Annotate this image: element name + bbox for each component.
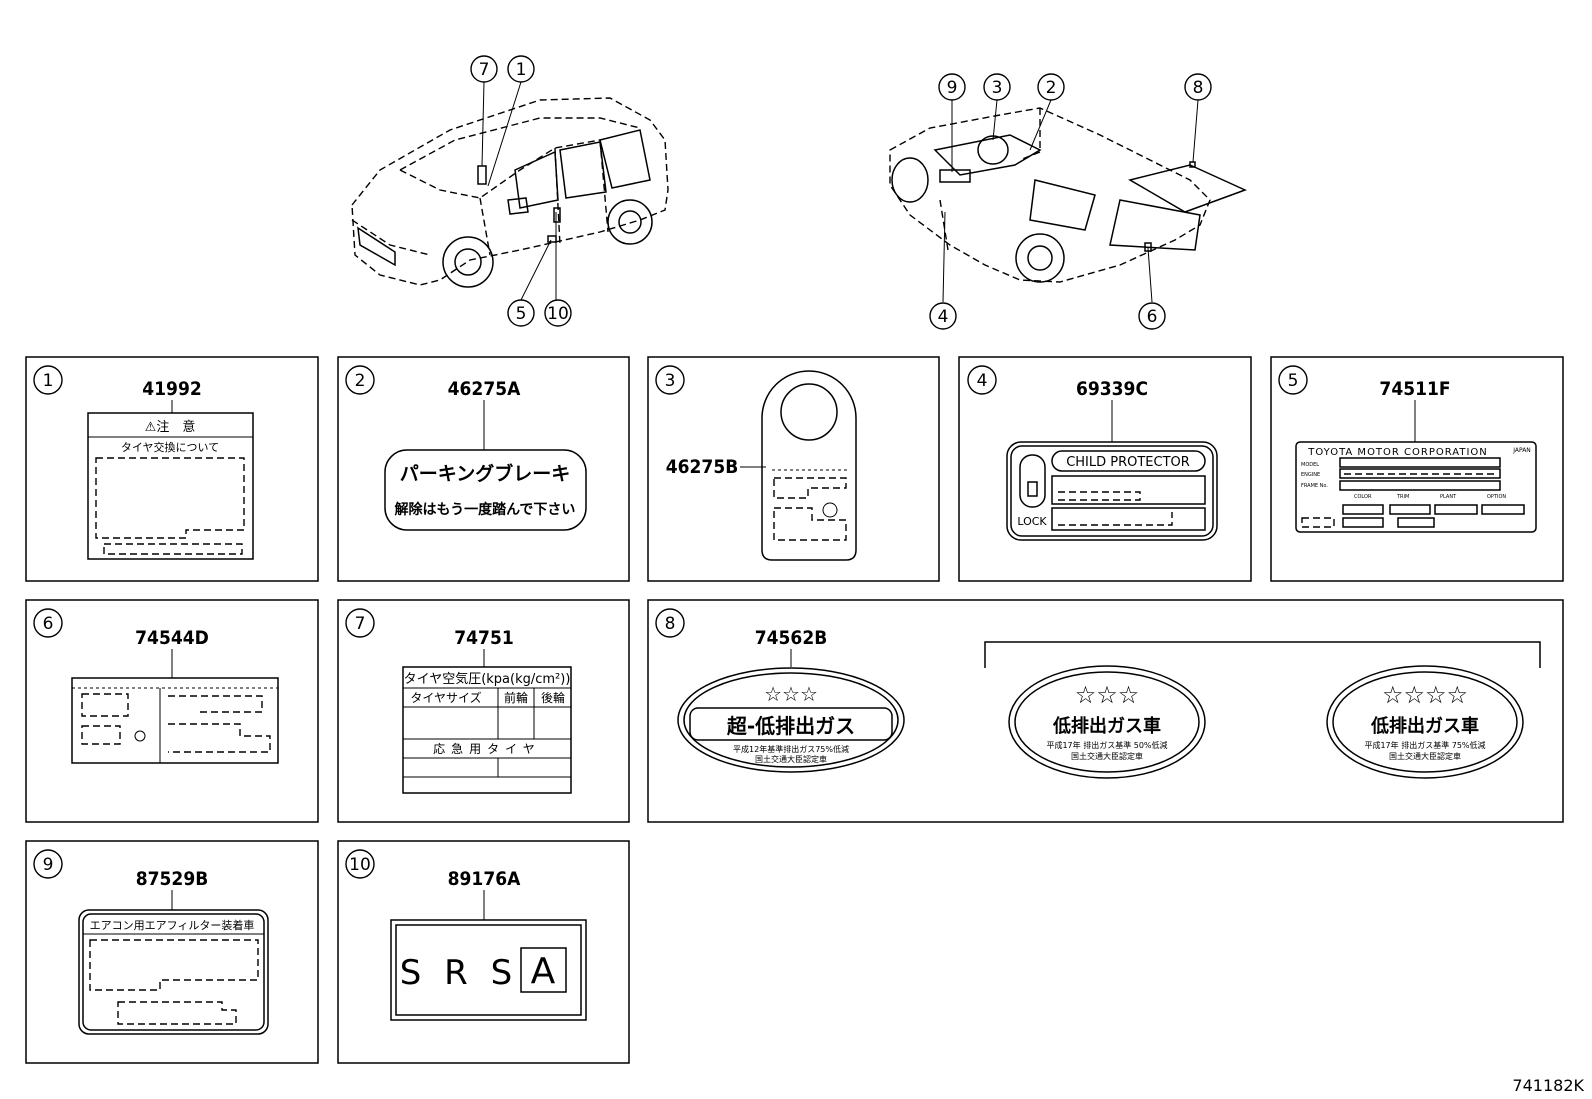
svg-text:COLOR: COLOR (1354, 494, 1372, 500)
svg-text:74562B: 74562B (755, 627, 828, 649)
panel-6: 6 74544D (25, 599, 319, 823)
svg-text:国土交通大臣認定車: 国土交通大臣認定車 (755, 754, 827, 764)
panel-5: 5 74511F TOYOTA MOTOR CORPORATION JAPAN … (1270, 356, 1564, 582)
svg-text:前輪: 前輪 (504, 690, 528, 705)
svg-text:7: 7 (479, 60, 490, 80)
panel-4: 4 69339C CHILD PROTECTOR LOCK (958, 356, 1252, 582)
svg-text:46275B: 46275B (666, 456, 739, 478)
emission-label-3: ☆☆☆☆ 低排出ガス車 平成17年 排出ガス基準 75%低減 国土交通大臣認定車 (1326, 665, 1524, 779)
svg-text:6: 6 (43, 614, 54, 634)
svg-text:10: 10 (547, 304, 569, 324)
callout-5: 5 (507, 299, 535, 327)
svg-text:1: 1 (43, 371, 54, 391)
svg-text:2: 2 (1046, 78, 1057, 98)
svg-text:後輪: 後輪 (541, 690, 565, 705)
svg-text:☆☆☆: ☆☆☆ (764, 682, 818, 706)
svg-text:平成17年 排出ガス基準 75%低減: 平成17年 排出ガス基準 75%低減 (1364, 740, 1485, 750)
svg-text:パーキングブレーキ: パーキングブレーキ (400, 462, 570, 485)
svg-text:5: 5 (1288, 371, 1299, 391)
svg-text:FRAME No.: FRAME No. (1301, 483, 1328, 489)
svg-text:6: 6 (1147, 307, 1158, 327)
svg-text:タイヤサイズ: タイヤサイズ (410, 690, 481, 705)
panel-8: 8 74562B ☆☆☆ 超-低排出ガス 平成12年基準排出ガス75%低減 国土… (647, 599, 1564, 823)
front-vehicle-illustration (351, 97, 669, 288)
svg-text:74544D: 74544D (135, 627, 209, 649)
rear-callouts: 9 3 2 8 4 6 (929, 73, 1212, 330)
front-callouts: 7 1 5 10 (470, 55, 572, 327)
svg-text:⚠注 意: ⚠注 意 (145, 419, 196, 435)
svg-text:3: 3 (665, 371, 676, 391)
rear-vehicle-illustration (889, 107, 1247, 283)
emission-label-1: ☆☆☆ 超-低排出ガス 平成12年基準排出ガス75%低減 国土交通大臣認定車 (677, 667, 905, 773)
svg-text:2: 2 (355, 371, 366, 391)
svg-text:8: 8 (665, 614, 676, 634)
svg-text:89176A: 89176A (448, 868, 521, 890)
svg-text:TRIM: TRIM (1396, 494, 1409, 500)
svg-text:エアコン用エアフィルター装着車: エアコン用エアフィルター装着車 (90, 918, 255, 932)
callout-2: 2 (1037, 73, 1065, 101)
svg-text:69339C: 69339C (1076, 378, 1148, 400)
svg-text:☆☆☆☆: ☆☆☆☆ (1382, 681, 1468, 709)
svg-text:MODEL: MODEL (1301, 462, 1319, 468)
svg-text:国土交通大臣認定車: 国土交通大臣認定車 (1071, 751, 1143, 761)
svg-text:平成17年 排出ガス基準 50%低減: 平成17年 排出ガス基準 50%低減 (1046, 740, 1167, 750)
svg-text:応急用タイヤ: 応急用タイヤ (433, 741, 541, 756)
svg-text:解除はもう一度踏んで下さい: 解除はもう一度踏んで下さい (395, 501, 576, 518)
svg-text:8: 8 (1193, 78, 1204, 98)
panel-10: 10 89176A S R S A (337, 840, 630, 1064)
svg-text:TOYOTA MOTOR CORPORATION: TOYOTA MOTOR CORPORATION (1307, 447, 1488, 458)
svg-text:低排出ガス車: 低排出ガス車 (1370, 715, 1479, 737)
svg-text:7: 7 (355, 614, 366, 634)
svg-text:タイヤ交換について: タイヤ交換について (121, 440, 219, 454)
svg-text:LOCK: LOCK (1017, 515, 1047, 528)
svg-text:超-低排出ガス: 超-低排出ガス (726, 714, 855, 738)
callout-8: 8 (1184, 73, 1212, 101)
diagram-reference-id: 741182K (1512, 1076, 1584, 1095)
panel-3: 3 46275B (647, 356, 940, 582)
svg-text:74511F: 74511F (1379, 378, 1450, 400)
svg-text:3: 3 (992, 78, 1003, 98)
svg-text:5: 5 (516, 304, 527, 324)
svg-text:46275A: 46275A (448, 378, 521, 400)
svg-text:S R S: S R S (400, 953, 518, 993)
svg-text:☆☆☆: ☆☆☆ (1075, 681, 1140, 709)
svg-text:A: A (531, 951, 556, 992)
callout-10: 10 (544, 299, 572, 327)
svg-text:10: 10 (349, 855, 371, 875)
svg-text:ENGINE: ENGINE (1301, 472, 1320, 478)
callout-4: 4 (929, 302, 957, 330)
svg-text:JAPAN: JAPAN (1512, 447, 1531, 454)
svg-text:4: 4 (977, 371, 988, 391)
callout-6: 6 (1138, 302, 1166, 330)
svg-text:PLANT: PLANT (1440, 494, 1457, 500)
panel-2: 2 46275A パーキングブレーキ 解除はもう一度踏んで下さい (337, 356, 630, 582)
svg-text:9: 9 (947, 78, 958, 98)
svg-text:タイヤ空気圧(kpa(kg/cm²)): タイヤ空気圧(kpa(kg/cm²)) (404, 671, 571, 687)
panel-7: 7 74751 タイヤ空気圧(kpa(kg/cm²)) タイヤサイズ 前輪 後輪… (337, 599, 630, 823)
svg-text:OPTION: OPTION (1487, 494, 1506, 500)
svg-text:4: 4 (938, 307, 949, 327)
svg-text:9: 9 (43, 855, 54, 875)
part-number: 41992 (142, 378, 201, 400)
callout-1: 1 (507, 55, 535, 83)
svg-text:87529B: 87529B (136, 868, 209, 890)
svg-text:CHILD PROTECTOR: CHILD PROTECTOR (1066, 455, 1190, 470)
svg-text:低排出ガス車: 低排出ガス車 (1052, 715, 1161, 737)
callout-7: 7 (470, 55, 498, 83)
emission-label-2: ☆☆☆ 低排出ガス車 平成17年 排出ガス基準 50%低減 国土交通大臣認定車 (1008, 665, 1206, 779)
svg-text:1: 1 (516, 60, 527, 80)
svg-text:国土交通大臣認定車: 国土交通大臣認定車 (1389, 751, 1461, 761)
svg-text:平成12年基準排出ガス75%低減: 平成12年基準排出ガス75%低減 (733, 744, 849, 754)
panel-1: 1 41992 ⚠注 意 タイヤ交換について (25, 356, 319, 582)
svg-text:74751: 74751 (454, 627, 513, 649)
panel-9: 9 87529B エアコン用エアフィルター装着車 (25, 840, 319, 1064)
callout-9: 9 (938, 73, 966, 101)
callout-3: 3 (983, 73, 1011, 101)
